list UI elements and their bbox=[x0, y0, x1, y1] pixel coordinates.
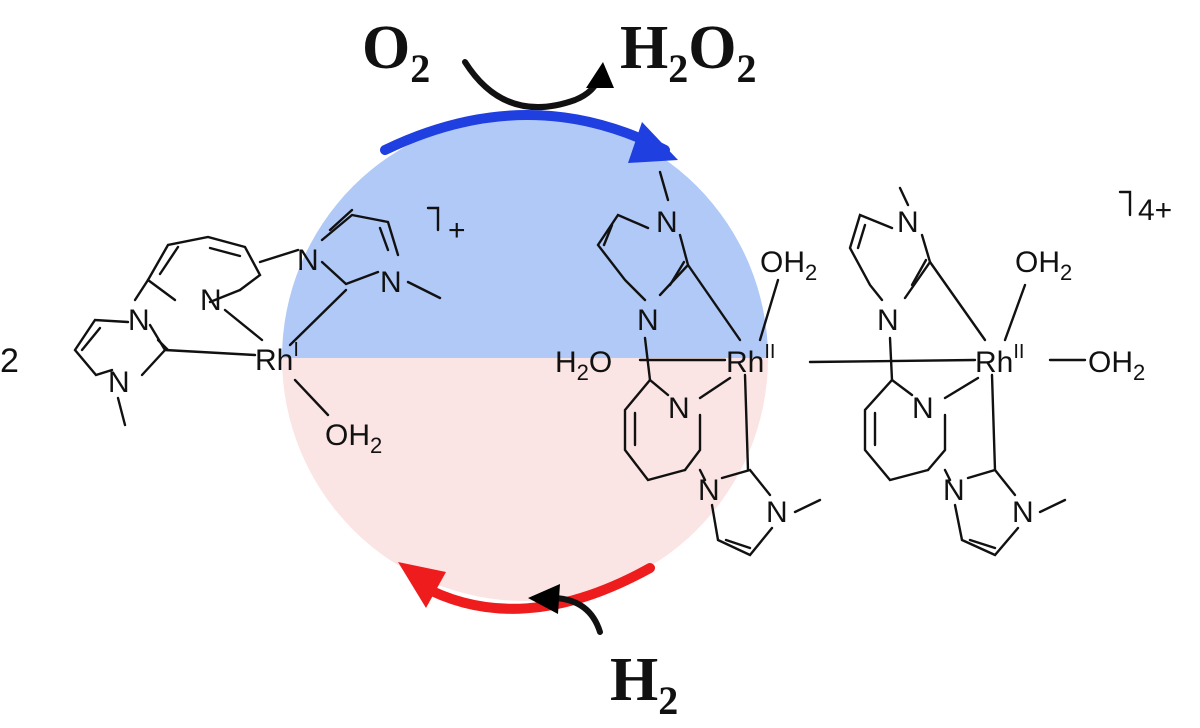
monomer-pyridine-n: N bbox=[200, 284, 222, 317]
h2o2-label: H2O2 bbox=[620, 14, 756, 91]
reduction-half-circle bbox=[282, 358, 768, 601]
reduction-arrow bbox=[398, 562, 655, 614]
dimer-right-aqua: OH2 bbox=[1088, 346, 1145, 385]
dimer-left-aqua: H2O bbox=[555, 346, 612, 385]
oxidation-half-circle bbox=[282, 115, 768, 358]
dimer-right-bottom-n1: N bbox=[943, 474, 965, 507]
dimer-left-top-n2: N bbox=[637, 304, 659, 337]
dimer-right-aqua-top: OH2 bbox=[1015, 246, 1072, 285]
monomer-imidazole-n3: N bbox=[128, 304, 150, 337]
o2-label: O2 bbox=[362, 14, 430, 91]
monomer-imidazole-n2: N bbox=[380, 266, 402, 299]
dimer-left-bottom-n2: N bbox=[766, 496, 788, 529]
monomer-rh: RhI bbox=[255, 339, 299, 377]
h2-label: H2 bbox=[610, 646, 678, 723]
monomer-imidazole-n4: N bbox=[108, 366, 130, 399]
dimer-charge: 4+ bbox=[1138, 194, 1172, 227]
dimer-right-pyridine-n: N bbox=[912, 392, 934, 425]
monomer-aqua-ligand: OH2 bbox=[325, 419, 382, 458]
stoichiometric-coefficient: 2 bbox=[0, 342, 19, 380]
dimer-left-bottom-n1: N bbox=[698, 474, 720, 507]
dimer-left-top-n1: N bbox=[656, 206, 678, 239]
o2-consumption-arrow bbox=[462, 59, 614, 110]
dimer-left-aqua-top: OH2 bbox=[760, 246, 817, 285]
monomer-charge: + bbox=[448, 214, 466, 247]
dimer-right-bottom-n2: N bbox=[1012, 496, 1034, 529]
cycle-circle bbox=[282, 115, 768, 601]
rh1-monomer-complex: 2 N N N N N RhI OH2 + bbox=[0, 206, 466, 458]
monomer-imidazole-n1: N bbox=[297, 244, 319, 277]
oxidation-arrow bbox=[380, 110, 678, 163]
h2-consumption-arrow bbox=[528, 584, 603, 635]
dimer-rh-left: RhII bbox=[726, 341, 775, 379]
dimer-right-top-n1: N bbox=[897, 206, 919, 239]
dimer-right-top-n2: N bbox=[877, 304, 899, 337]
dimer-left-pyridine-n: N bbox=[668, 392, 690, 425]
dimer-rh-right: RhII bbox=[975, 341, 1024, 379]
rh2-dimer-complex: N N RhII OH2 H2O N N N N bbox=[555, 170, 1172, 557]
